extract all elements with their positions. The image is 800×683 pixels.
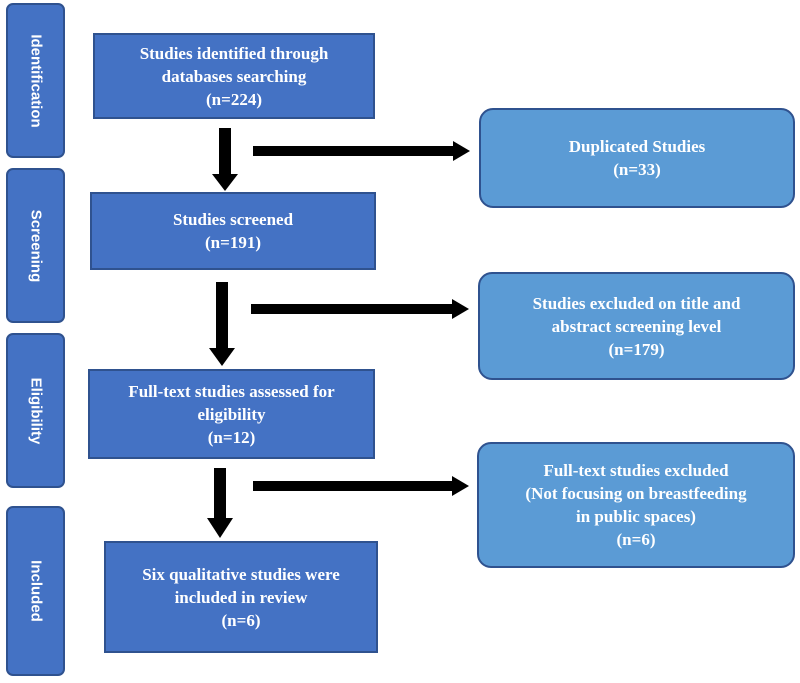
down-arrow-3 bbox=[207, 468, 233, 538]
box-included-line-2: included in review bbox=[174, 587, 308, 607]
box-duplicates: Duplicated Studies (n=33) bbox=[479, 108, 795, 208]
stage-eligibility: Eligibility bbox=[6, 333, 65, 488]
box-excluded-full-text-line-1: Full-text studies excluded bbox=[543, 461, 729, 480]
box-eligibility-line-1: Full-text studies assessed for bbox=[128, 381, 335, 401]
box-identified-line-2: databases searching bbox=[161, 66, 307, 86]
box-included-count: (n=6) bbox=[221, 610, 261, 630]
box-excluded-full-text-line-3: in public spaces) bbox=[576, 507, 696, 526]
box-excluded-title-abstract: Studies excluded on title and abstract s… bbox=[478, 272, 795, 380]
down-arrow-1 bbox=[212, 128, 238, 191]
box-screened-count: (n=191) bbox=[205, 233, 261, 252]
box-excluded-title-abstract-count: (n=179) bbox=[608, 339, 665, 359]
box-duplicates-count: (n=33) bbox=[613, 160, 661, 179]
box-excluded-full-text: Full-text studies excluded (Not focusing… bbox=[477, 442, 795, 568]
box-excluded-title-abstract-line-2: abstract screening level bbox=[551, 316, 722, 336]
right-arrow-3 bbox=[253, 476, 469, 496]
right-arrow-1 bbox=[253, 141, 470, 161]
stage-included: Included bbox=[6, 506, 65, 676]
box-identified-count: (n=224) bbox=[206, 89, 262, 109]
stage-identification: Identification bbox=[6, 3, 65, 158]
box-eligibility: Full-text studies assessed for eligibili… bbox=[88, 369, 375, 459]
box-eligibility-count: (n=12) bbox=[207, 427, 256, 447]
box-identified: Studies identified through databases sea… bbox=[93, 33, 375, 119]
stage-screening: Screening bbox=[6, 168, 65, 323]
box-included: Six qualitative studies were included in… bbox=[104, 541, 378, 653]
box-excluded-title-abstract-line-1: Studies excluded on title and bbox=[532, 293, 741, 313]
box-screened: Studies screened (n=191) bbox=[90, 192, 376, 270]
right-arrow-2 bbox=[251, 299, 469, 319]
box-duplicates-line-1: Duplicated Studies bbox=[568, 137, 706, 156]
box-identified-line-1: Studies identified through bbox=[139, 43, 329, 63]
box-screened-line-1: Studies screened bbox=[172, 210, 294, 229]
down-arrow-2 bbox=[209, 282, 235, 366]
box-excluded-full-text-line-2: (Not focusing on breastfeeding bbox=[525, 484, 747, 503]
box-included-line-1: Six qualitative studies were bbox=[142, 564, 340, 584]
box-excluded-full-text-count: (n=6) bbox=[616, 530, 656, 549]
box-eligibility-line-2: eligibility bbox=[197, 404, 266, 424]
